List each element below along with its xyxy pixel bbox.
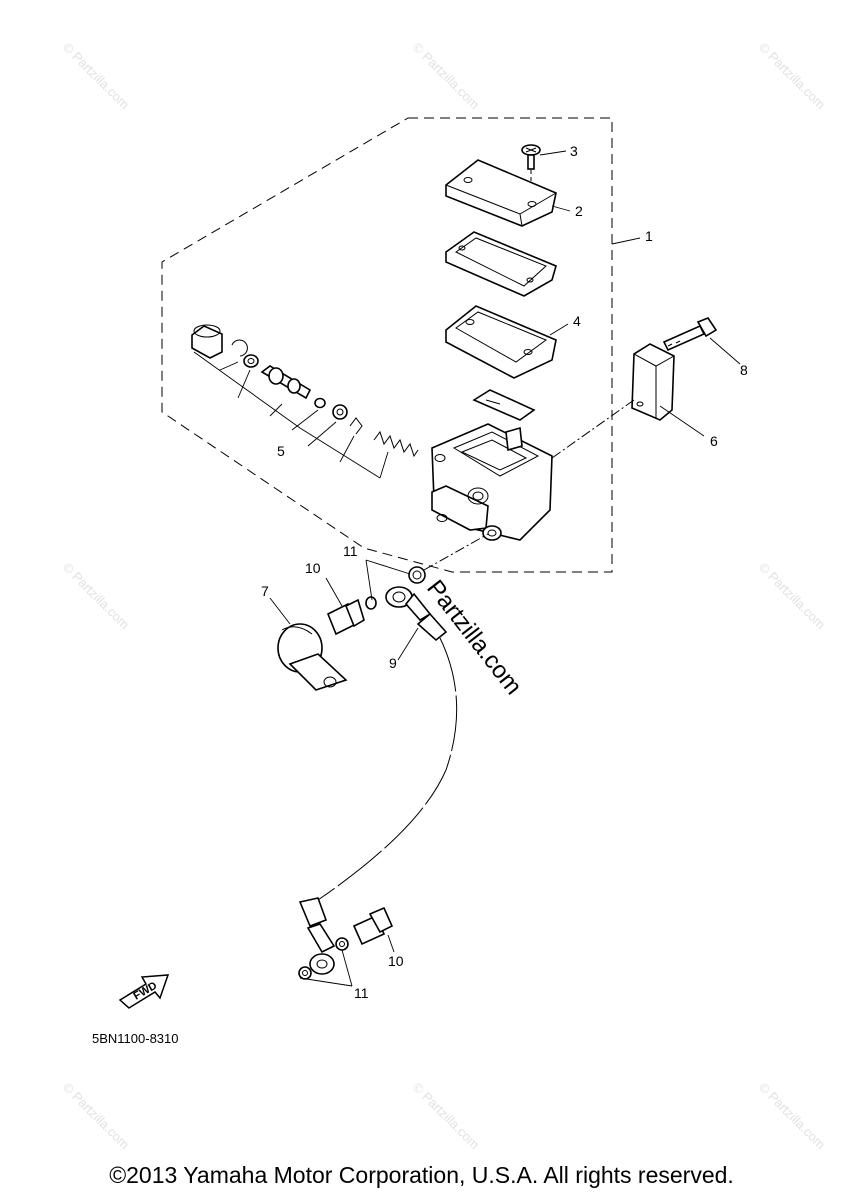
copper-washer-part bbox=[408, 533, 489, 584]
assembly-boundary bbox=[161, 117, 613, 573]
diagram-code: 5BN1100-8310 bbox=[92, 1031, 179, 1046]
diaphragm-part bbox=[445, 305, 557, 379]
callout-7: 7 bbox=[261, 583, 269, 599]
leader-lines bbox=[269, 150, 741, 987]
piston-kit-part bbox=[191, 324, 419, 479]
callout-1: 1 bbox=[645, 228, 653, 244]
brake-hose-part bbox=[298, 586, 458, 975]
callout-3: 3 bbox=[570, 143, 578, 159]
callout-4: 4 bbox=[573, 313, 581, 329]
callout-2: 2 bbox=[575, 203, 583, 219]
watermark: © Partzilla.com bbox=[60, 1080, 133, 1153]
callout-5: 5 bbox=[277, 443, 285, 459]
union-bolt-lower-part bbox=[352, 906, 394, 946]
callout-9: 9 bbox=[389, 655, 397, 671]
union-bolt-part bbox=[326, 596, 377, 636]
watermark: © Partzilla.com bbox=[60, 560, 133, 633]
watermark: © Partzilla.com bbox=[410, 1080, 483, 1153]
callout-labels: 1 2 3 4 5 6 7 8 9 10 10 11 11 bbox=[261, 143, 748, 1001]
callout-11-upper: 11 bbox=[343, 543, 358, 559]
reservoir-cap-part bbox=[445, 159, 557, 227]
fwd-arrow-icon: FWD bbox=[118, 974, 170, 1009]
copyright-notice: ©2013 Yamaha Motor Corporation, U.S.A. A… bbox=[109, 1162, 734, 1188]
diaphragm-plate-part bbox=[472, 389, 536, 421]
watermark: © Partzilla.com bbox=[756, 560, 829, 633]
watermark: © Partzilla.com bbox=[60, 40, 133, 113]
watermark: © Partzilla.com bbox=[410, 40, 483, 113]
clamp-bolt-part bbox=[662, 317, 718, 352]
callout-10-lower: 10 bbox=[388, 953, 404, 969]
watermark: © Partzilla.com bbox=[756, 1080, 829, 1153]
copper-washer-lower-part bbox=[298, 937, 349, 980]
clamp-holder-part bbox=[551, 343, 675, 459]
screw-part bbox=[521, 144, 541, 198]
master-cylinder-body bbox=[431, 423, 553, 541]
callout-11-lower: 11 bbox=[354, 985, 369, 1001]
gasket-plate-part bbox=[445, 231, 557, 297]
watermark: © Partzilla.com bbox=[756, 40, 829, 113]
callout-6: 6 bbox=[710, 433, 718, 449]
fwd-label: FWD bbox=[132, 980, 160, 1003]
hose-cover-part bbox=[277, 623, 348, 691]
callout-8: 8 bbox=[740, 362, 748, 378]
callout-10-upper: 10 bbox=[305, 560, 321, 576]
